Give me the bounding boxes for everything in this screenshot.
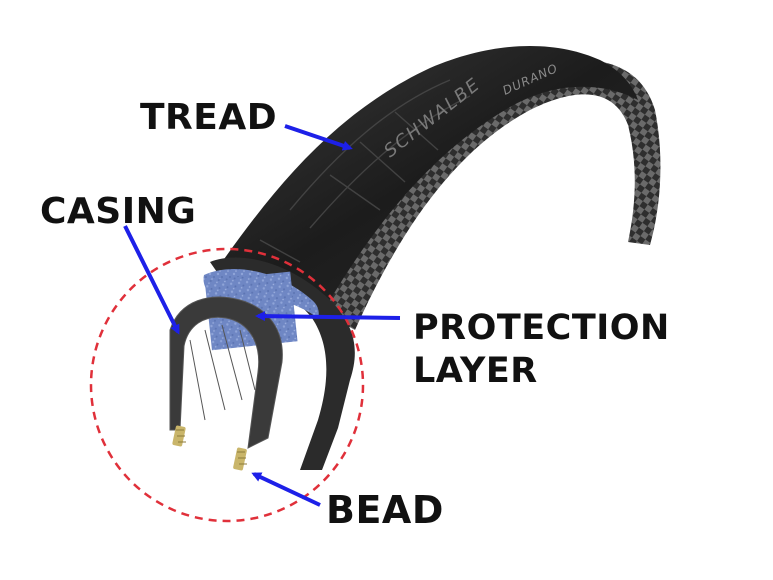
bead-label: BEAD xyxy=(326,488,444,532)
casing-label: CASING xyxy=(40,191,197,232)
tread-pattern xyxy=(259,79,471,263)
protection-layer-label-line1: PROTECTION xyxy=(413,308,670,348)
protection-layer-label-line2: LAYER xyxy=(413,351,538,391)
bead-wires xyxy=(172,425,247,471)
protection-layer-label: PROTECTION LAYER xyxy=(413,307,670,393)
casing-inner xyxy=(169,296,283,449)
tread-arrow xyxy=(284,124,353,151)
casing-threads xyxy=(189,324,256,421)
cross-section-shell xyxy=(210,257,355,470)
casing-arrow xyxy=(123,225,180,335)
tread-label: TREAD xyxy=(140,97,278,138)
protection-arrow xyxy=(255,311,401,322)
bead-arrow xyxy=(251,472,321,507)
tire-tread xyxy=(222,45,638,300)
cross-section-highlight-circle xyxy=(89,247,365,523)
